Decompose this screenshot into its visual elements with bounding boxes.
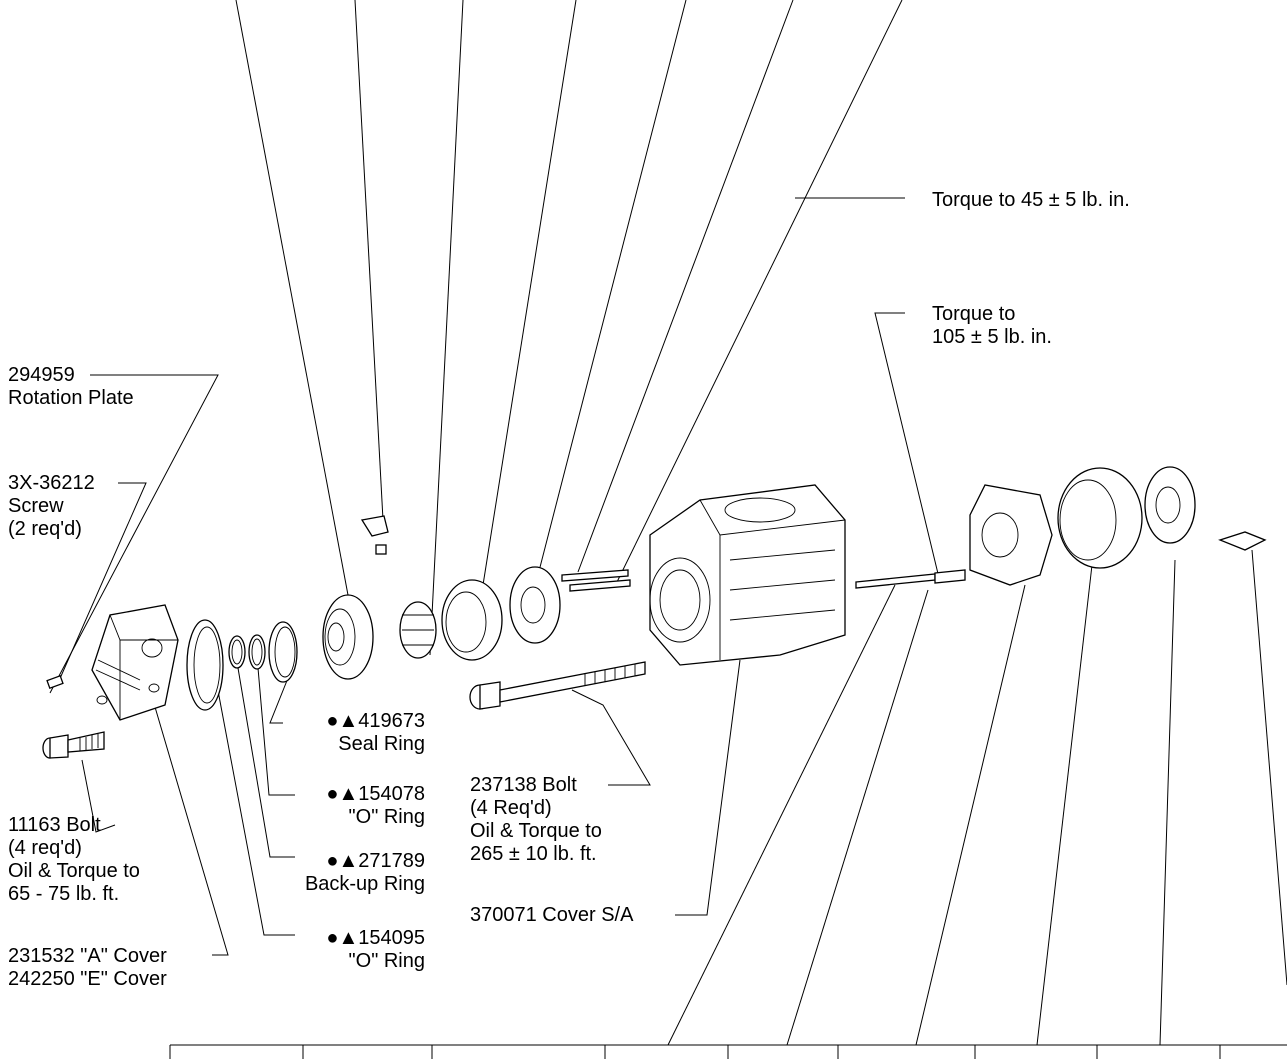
o-ring-2-label: ●▲154095 "O" Ring <box>250 927 425 973</box>
cover-e-line: 242250 "E" Cover <box>8 968 167 990</box>
large-o-ring-part <box>186 619 224 711</box>
rotor-2-part <box>1144 466 1196 544</box>
o-ring-1-name: "O" Ring <box>348 806 425 828</box>
torque-screw-part <box>855 569 966 589</box>
bolt-237138-line1: 237138 Bolt <box>470 774 577 796</box>
backup-ring-label: ●▲271789 Back-up Ring <box>250 850 425 896</box>
bolt-237138-line3: Oil & Torque to <box>470 820 602 842</box>
backup-ring-name: Back-up Ring <box>304 873 425 895</box>
clip-2-part <box>1218 531 1267 551</box>
pump-body-part <box>649 484 846 666</box>
bolt-11163-label: 11163 Bolt (4 req'd) Oil & Torque to 65 … <box>8 814 140 906</box>
seal-ring-number: ●▲419673 <box>326 710 425 732</box>
cover-a-line: 231532 "A" Cover <box>8 945 167 967</box>
bolt-11163-line2: (4 req'd) <box>8 837 82 859</box>
flange-plate-part <box>969 484 1053 586</box>
rotor-part <box>399 601 437 659</box>
screw-label: 3X-36212 Screw (2 req'd) <box>8 472 95 541</box>
screw-name: Screw <box>8 495 64 517</box>
bolt-11163-part <box>42 731 105 759</box>
leader-lines <box>49 0 1287 1046</box>
parts-table-edge <box>169 1044 1287 1059</box>
cam-ring-2-part <box>1057 467 1143 569</box>
small-rings-part <box>228 621 298 683</box>
bearing-part <box>322 594 374 680</box>
bolt-237138-line2: (4 Req'd) <box>470 797 552 819</box>
end-cover-part <box>91 604 179 721</box>
screw-part <box>46 675 64 689</box>
seal-ring-label: ●▲419673 Seal Ring <box>250 710 425 756</box>
cover-label: 231532 "A" Cover 242250 "E" Cover <box>8 945 167 991</box>
torque-105-line1: Torque to <box>932 303 1016 325</box>
screw-number: 3X-36212 <box>8 472 95 494</box>
bolt-11163-line3: Oil & Torque to <box>8 860 140 882</box>
o-ring-1-number: ●▲154078 <box>326 783 425 805</box>
bolt-237138-part <box>469 661 646 710</box>
bolt-237138-label: 237138 Bolt (4 Req'd) Oil & Torque to 26… <box>470 774 602 866</box>
torque-45-label: Torque to 45 ± 5 lb. in. <box>932 189 1130 211</box>
screw-quantity: (2 req'd) <box>8 518 82 540</box>
o-ring-1-label: ●▲154078 "O" Ring <box>250 783 425 829</box>
rotation-plate-number: 294959 <box>8 364 75 386</box>
cover-sa-label: 370071 Cover S/A <box>470 904 634 926</box>
o-ring-2-name: "O" Ring <box>348 950 425 972</box>
rotation-plate-label: 294959 Rotation Plate <box>8 364 134 410</box>
vane-clip-part <box>360 515 389 555</box>
bolt-11163-line4: 65 - 75 lb. ft. <box>8 883 120 905</box>
rotation-plate-name: Rotation Plate <box>8 387 134 409</box>
cam-ring-part <box>441 579 503 661</box>
pressure-plate-part <box>509 566 561 644</box>
bolt-11163-line1: 11163 Bolt <box>8 814 101 836</box>
torque-105-line2: 105 ± 5 lb. in. <box>932 326 1052 348</box>
bolt-237138-line4: 265 ± 10 lb. ft. <box>470 843 597 865</box>
o-ring-2-number: ●▲154095 <box>326 927 425 949</box>
dowel-pins-part <box>561 569 631 592</box>
seal-ring-name: Seal Ring <box>338 733 425 755</box>
backup-ring-number: ●▲271789 <box>326 850 425 872</box>
torque-105-label: Torque to 105 ± 5 lb. in. <box>932 303 1052 349</box>
